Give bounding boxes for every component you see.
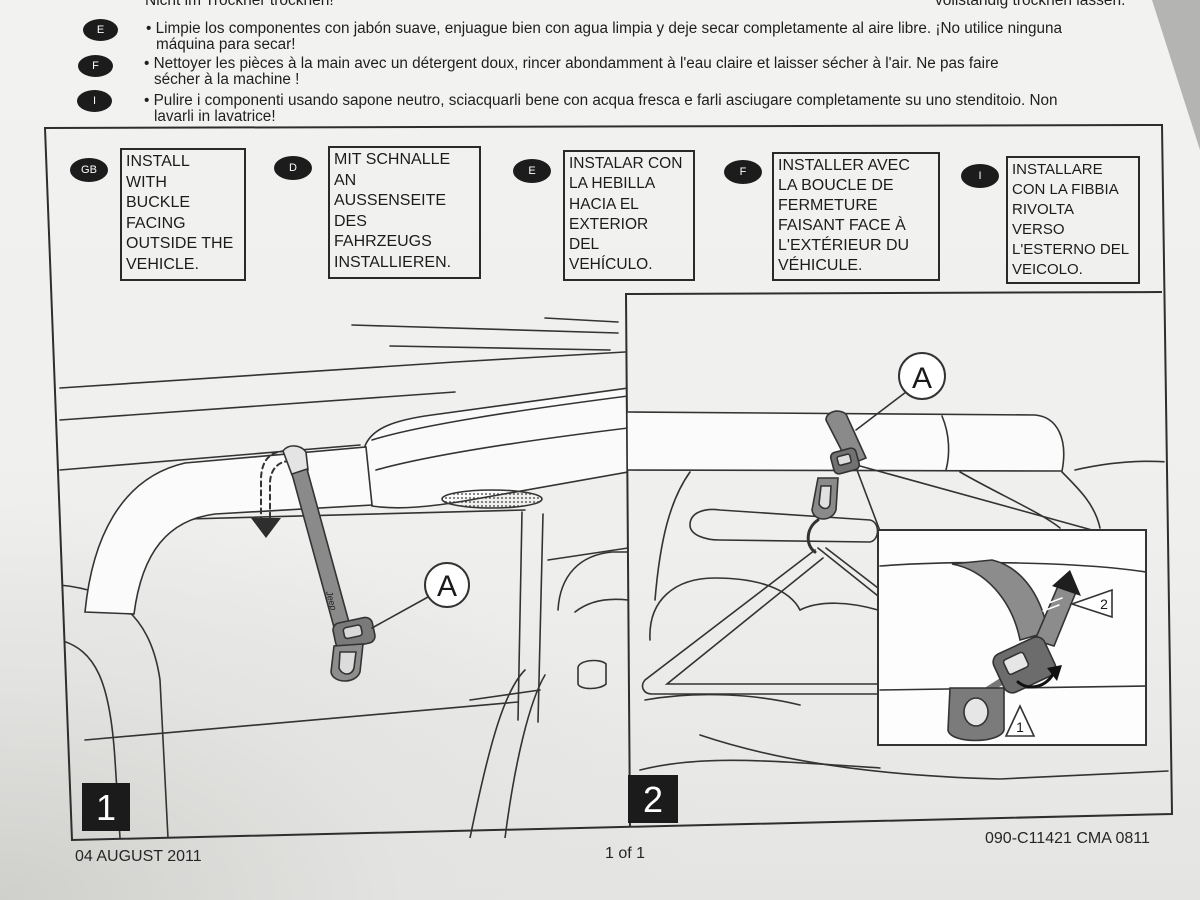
strap-loop	[282, 445, 309, 476]
front-seat-outline	[59, 639, 121, 838]
window-top-line	[149, 509, 526, 521]
floor-line	[639, 759, 881, 771]
detail-inset-frame	[877, 529, 1147, 746]
buckle-slot	[1002, 651, 1030, 676]
roll-cage-post	[517, 511, 523, 721]
roll-bar-seam	[941, 415, 950, 471]
rear-seat-outline	[557, 551, 629, 611]
background-line	[59, 391, 456, 421]
speaker-bar-groove	[375, 427, 629, 471]
main-frame	[43, 123, 1174, 842]
strap-buckle	[829, 447, 861, 475]
language-badge: GB	[70, 158, 108, 182]
cropped-german-line-right: vollständig trocknen lassen.	[935, 0, 1126, 9]
zoom-pointer-line	[859, 465, 1093, 531]
hanger-wire	[825, 547, 879, 589]
step-callout-label: 1	[1016, 719, 1024, 735]
arrow-down-icon	[251, 518, 281, 538]
seat-frame	[469, 669, 526, 838]
step-number: 2	[643, 779, 663, 820]
headrest	[577, 659, 607, 690]
care-instruction-text: • Limpie los componentes con jabón suave…	[146, 20, 1063, 53]
background-line	[59, 444, 361, 471]
language-badge: F	[78, 55, 113, 77]
inset-bar-edge	[879, 561, 1145, 573]
callout-circle	[424, 562, 470, 608]
language-badge: E	[513, 159, 551, 183]
callout-leader	[855, 391, 907, 431]
roll-cage-tube	[959, 471, 1061, 529]
rotate-arrow-icon	[1016, 670, 1056, 689]
pull-arrow-icon	[1052, 570, 1081, 596]
strap-buckle	[332, 616, 376, 650]
rotate-arrowhead	[1047, 665, 1062, 681]
inset-clip-hole	[963, 697, 989, 727]
figure-2-illustration: A 2 1	[627, 352, 1169, 780]
language-badge: I	[961, 164, 999, 188]
seat-frame	[469, 689, 541, 701]
rear-seat-outline	[574, 598, 629, 613]
roll-cage-tube	[1074, 460, 1169, 471]
window-inner-line	[547, 547, 629, 561]
step-number-box	[628, 775, 678, 823]
hanger-wire	[817, 547, 879, 597]
callout-label: A	[437, 570, 457, 603]
roll-cage-tube	[654, 471, 691, 601]
background-line	[351, 324, 619, 334]
language-badge: D	[274, 156, 312, 180]
hanger-wire	[641, 549, 881, 695]
care-instruction-text: • Pulire i componenti usando sapone neut…	[144, 92, 1058, 125]
buckle-slot	[342, 624, 363, 640]
step-number: 1	[96, 787, 116, 828]
step-number-box	[82, 783, 130, 831]
hanger-wire	[664, 557, 881, 685]
hanger-hook	[806, 518, 820, 554]
strap-ring-hole	[338, 651, 357, 675]
step-callout-label: 2	[1100, 596, 1108, 612]
footer-date: 04 AUGUST 2011	[75, 848, 202, 865]
background-line	[544, 317, 619, 323]
callout-label: A	[912, 362, 932, 395]
beltline	[84, 701, 519, 741]
footer-document-code: 090-C11421 CMA 0811	[985, 830, 1150, 847]
installation-note-box: INSTALLARE CON LA FIBBIA RIVOLTA VERSO L…	[1006, 156, 1140, 284]
cropped-german-line: Nicht im Trockner trocknen!	[145, 0, 334, 9]
step-callout-triangle	[1069, 588, 1113, 619]
footer-page-indicator: 1 of 1	[605, 845, 646, 862]
background-line	[59, 351, 626, 389]
inset-buckle	[992, 636, 1057, 694]
step-callout-triangle	[1004, 704, 1036, 737]
care-instruction-text: • Nettoyer les pièces à la main avec un …	[144, 55, 999, 88]
figure-1-illustration: Jeep A	[59, 317, 629, 838]
background-line	[389, 345, 611, 351]
seat-frame	[504, 674, 546, 838]
speaker-grille	[441, 489, 543, 509]
installation-note-box: INSTALL WITH BUCKLE FACING OUTSIDE THE V…	[120, 148, 246, 281]
installation-note-box: MIT SCHNALLE AN AUSSENSEITE DES FAHRZEUG…	[328, 146, 481, 279]
dashed-arrow	[260, 450, 296, 521]
rear-seat-outline	[799, 602, 879, 611]
strap-clip-hole	[818, 485, 832, 510]
language-badge: E	[83, 19, 118, 41]
callout-leader	[371, 596, 429, 629]
strap-stripe	[1042, 597, 1063, 612]
rear-seat-outline	[649, 577, 801, 641]
installation-note-box: INSTALLER AVEC LA BOUCLE DE FERMETURE FA…	[772, 152, 940, 281]
speaker-bar-groove	[371, 395, 629, 441]
roll-cage-tube	[1061, 471, 1101, 529]
detail-inset: 2 1	[879, 559, 1145, 742]
buckle-slot	[836, 453, 852, 467]
callout-circle	[898, 352, 946, 400]
figure-2-frame	[624, 291, 1163, 828]
language-badge: F	[724, 160, 762, 184]
language-badge: I	[77, 90, 112, 112]
zoom-pointer-line	[856, 469, 881, 532]
rear-seat-outline	[644, 693, 801, 706]
installation-note-box: INSTALAR CON LA HEBILLA HACIA EL EXTERIO…	[563, 150, 695, 281]
cross-tube	[689, 508, 879, 543]
floor-line	[699, 734, 1169, 780]
